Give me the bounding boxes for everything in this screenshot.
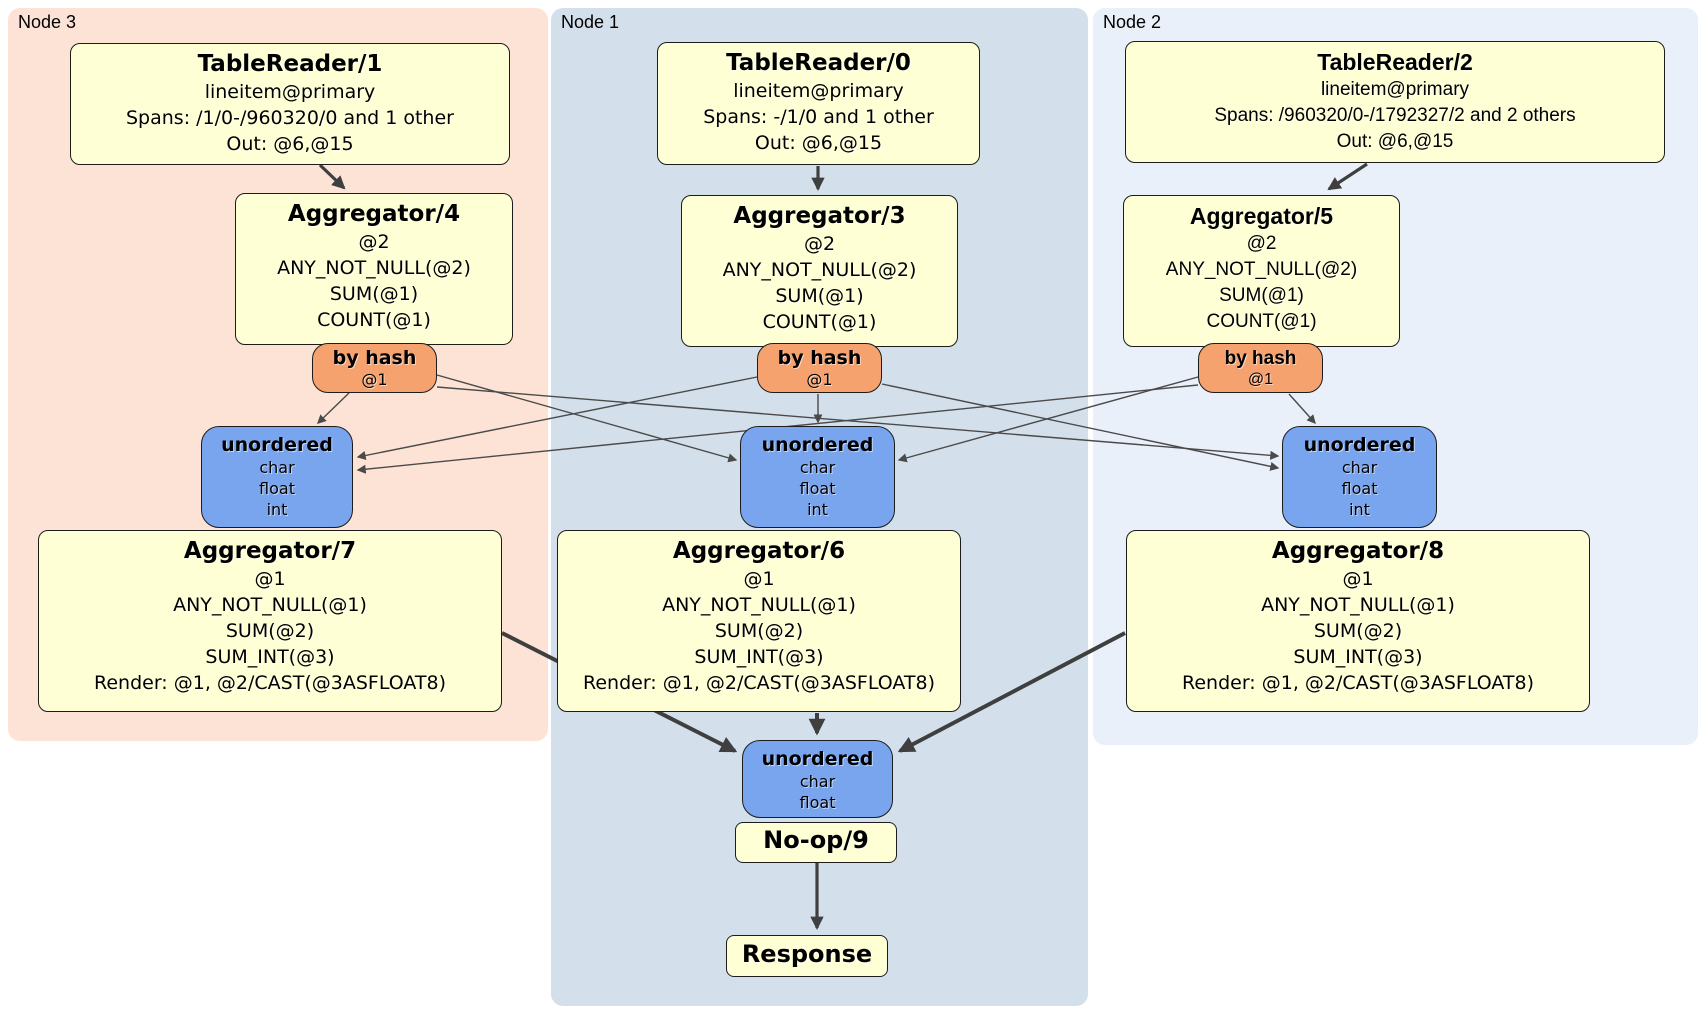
processor-line: SUM(@1) (1219, 285, 1304, 306)
processor-line: SUM(@2) (714, 620, 804, 642)
sync-stream: int (1349, 500, 1370, 519)
processor-line: ANY_NOT_NULL(@2) (1165, 259, 1358, 280)
router-title: by hash (777, 347, 862, 369)
processor-line: ANY_NOT_NULL(@2) (277, 257, 471, 279)
router-by-hash-node2: by hash @1 (1198, 343, 1323, 393)
processor-line: @1 (254, 568, 286, 590)
sync-unordered-node3: unordered char float int (201, 426, 353, 528)
processor-line: @2 (358, 231, 390, 253)
processor-line: @2 (803, 233, 836, 255)
processor-line: ANY_NOT_NULL(@1) (662, 594, 856, 616)
processor-spans: Spans: /1/0-/960320/0 and 1 other (126, 107, 454, 129)
processor-out: Out: @6,@15 (226, 133, 354, 155)
sync-stream: char (1341, 458, 1378, 477)
processor-aggregator-5: Aggregator/5 @2 ANY_NOT_NULL(@2) SUM(@1)… (1123, 195, 1400, 347)
processor-spans: Spans: -/1/0 and 1 other (703, 106, 934, 128)
processor-title: Aggregator/5 (1189, 203, 1334, 229)
processor-index: lineitem@primary (204, 81, 376, 103)
router-key: @1 (361, 370, 388, 389)
processor-line: @1 (1342, 568, 1374, 590)
processor-aggregator-8: Aggregator/8 @1 ANY_NOT_NULL(@1) SUM(@2)… (1126, 530, 1590, 712)
processor-line: SUM(@1) (775, 285, 864, 307)
processor-render: Render: @1, @2/CAST(@3ASFLOAT8) (583, 672, 935, 694)
router-key: @1 (1247, 371, 1274, 388)
processor-line: @2 (1246, 233, 1277, 254)
edge-agg8-unfinal (897, 631, 1126, 753)
processor-line: SUM_INT(@3) (694, 646, 824, 668)
processor-line: COUNT(@1) (762, 311, 877, 333)
edge-bh1-un3 (356, 376, 758, 460)
processor-title: TableReader/2 (1317, 49, 1473, 75)
processor-aggregator-4: Aggregator/4 @2 ANY_NOT_NULL(@2) SUM(@1)… (235, 193, 513, 345)
processor-aggregator-7: Aggregator/7 @1 ANY_NOT_NULL(@1) SUM(@2)… (38, 530, 502, 712)
response-title: Response (741, 940, 873, 968)
sync-stream: float (799, 479, 836, 498)
router-key: @1 (806, 370, 833, 389)
processor-line: SUM(@2) (1313, 620, 1403, 642)
edge-bh2-un2 (1288, 393, 1316, 425)
processor-title: Aggregator/8 (1271, 538, 1445, 564)
edge-bh3-un2 (436, 386, 1280, 460)
region-label-node-1: Node 1 (561, 12, 620, 32)
processor-line: ANY_NOT_NULL(@2) (722, 259, 917, 281)
edge-bh3-un3 (317, 392, 350, 424)
processor-spans: Spans: /960320/0-/1792327/2 and 2 others (1214, 105, 1576, 126)
processor-line: SUM_INT(@3) (1293, 646, 1423, 668)
processor-title: Aggregator/6 (672, 538, 846, 564)
edge-tr1-agg4 (318, 163, 346, 190)
processor-line: COUNT(@1) (1206, 311, 1317, 332)
sync-stream: float (799, 793, 836, 812)
sync-stream: float (259, 479, 295, 498)
region-label-node-2: Node 2 (1103, 12, 1162, 32)
processor-out: Out: @6,@15 (1336, 131, 1454, 152)
sync-title: unordered (1303, 434, 1416, 456)
router-by-hash-node3: by hash @1 (312, 343, 437, 393)
processor-index: lineitem@primary (733, 80, 904, 102)
processor-title: No-op/9 (763, 826, 869, 854)
processor-index: lineitem@primary (1320, 79, 1470, 100)
processor-line: COUNT(@1) (317, 309, 431, 331)
processor-line: @1 (743, 568, 775, 590)
sync-stream: char (799, 458, 836, 477)
processor-noop-9: No-op/9 (735, 822, 897, 863)
processor-title: Aggregator/7 (183, 538, 357, 564)
router-title: by hash (332, 347, 417, 369)
sync-unordered-final: unordered char float (742, 740, 893, 818)
sync-title: unordered (761, 434, 874, 456)
sync-title: unordered (221, 434, 333, 456)
processor-render: Render: @1, @2/CAST(@3ASFLOAT8) (94, 672, 446, 694)
sync-stream: char (259, 458, 295, 477)
sync-title: unordered (761, 748, 874, 770)
processor-title: Aggregator/4 (287, 201, 461, 227)
processor-tablereader-2: TableReader/2 lineitem@primary Spans: /9… (1125, 41, 1665, 163)
router-title: by hash (1224, 348, 1297, 369)
processor-line: SUM(@2) (225, 620, 315, 642)
edge-tr2-agg5 (1327, 162, 1368, 191)
processor-line: SUM_INT(@3) (205, 646, 335, 668)
sync-unordered-node1: unordered char float int (740, 426, 895, 528)
response-node: Response (726, 935, 888, 977)
processor-out: Out: @6,@15 (754, 132, 883, 154)
edge-bh3-un1 (436, 374, 738, 463)
processor-tablereader-0: TableReader/0 lineitem@primary Spans: -/… (657, 42, 980, 165)
edge-bh1-un2 (881, 383, 1280, 471)
processor-render: Render: @1, @2/CAST(@3ASFLOAT8) (1182, 672, 1534, 694)
processor-title: TableReader/0 (726, 50, 911, 76)
sync-unordered-node2: unordered char float int (1282, 426, 1437, 528)
sync-stream: char (799, 772, 836, 791)
sync-stream: int (266, 500, 288, 519)
processor-line: SUM(@1) (329, 283, 419, 305)
processor-aggregator-3: Aggregator/3 @2 ANY_NOT_NULL(@2) SUM(@1)… (681, 195, 958, 347)
processor-line: ANY_NOT_NULL(@1) (173, 594, 367, 616)
processor-aggregator-6: Aggregator/6 @1 ANY_NOT_NULL(@1) SUM(@2)… (557, 530, 961, 712)
sync-stream: int (807, 500, 828, 519)
edge-bh2-un1 (897, 376, 1199, 463)
sync-stream: float (1341, 479, 1378, 498)
router-by-hash-node1: by hash @1 (757, 343, 882, 393)
processor-line: ANY_NOT_NULL(@1) (1261, 594, 1455, 616)
region-label-node-3: Node 3 (18, 12, 77, 32)
processor-title: TableReader/1 (197, 51, 383, 77)
processor-title: Aggregator/3 (733, 203, 906, 229)
processor-tablereader-1: TableReader/1 lineitem@primary Spans: /1… (70, 43, 510, 165)
